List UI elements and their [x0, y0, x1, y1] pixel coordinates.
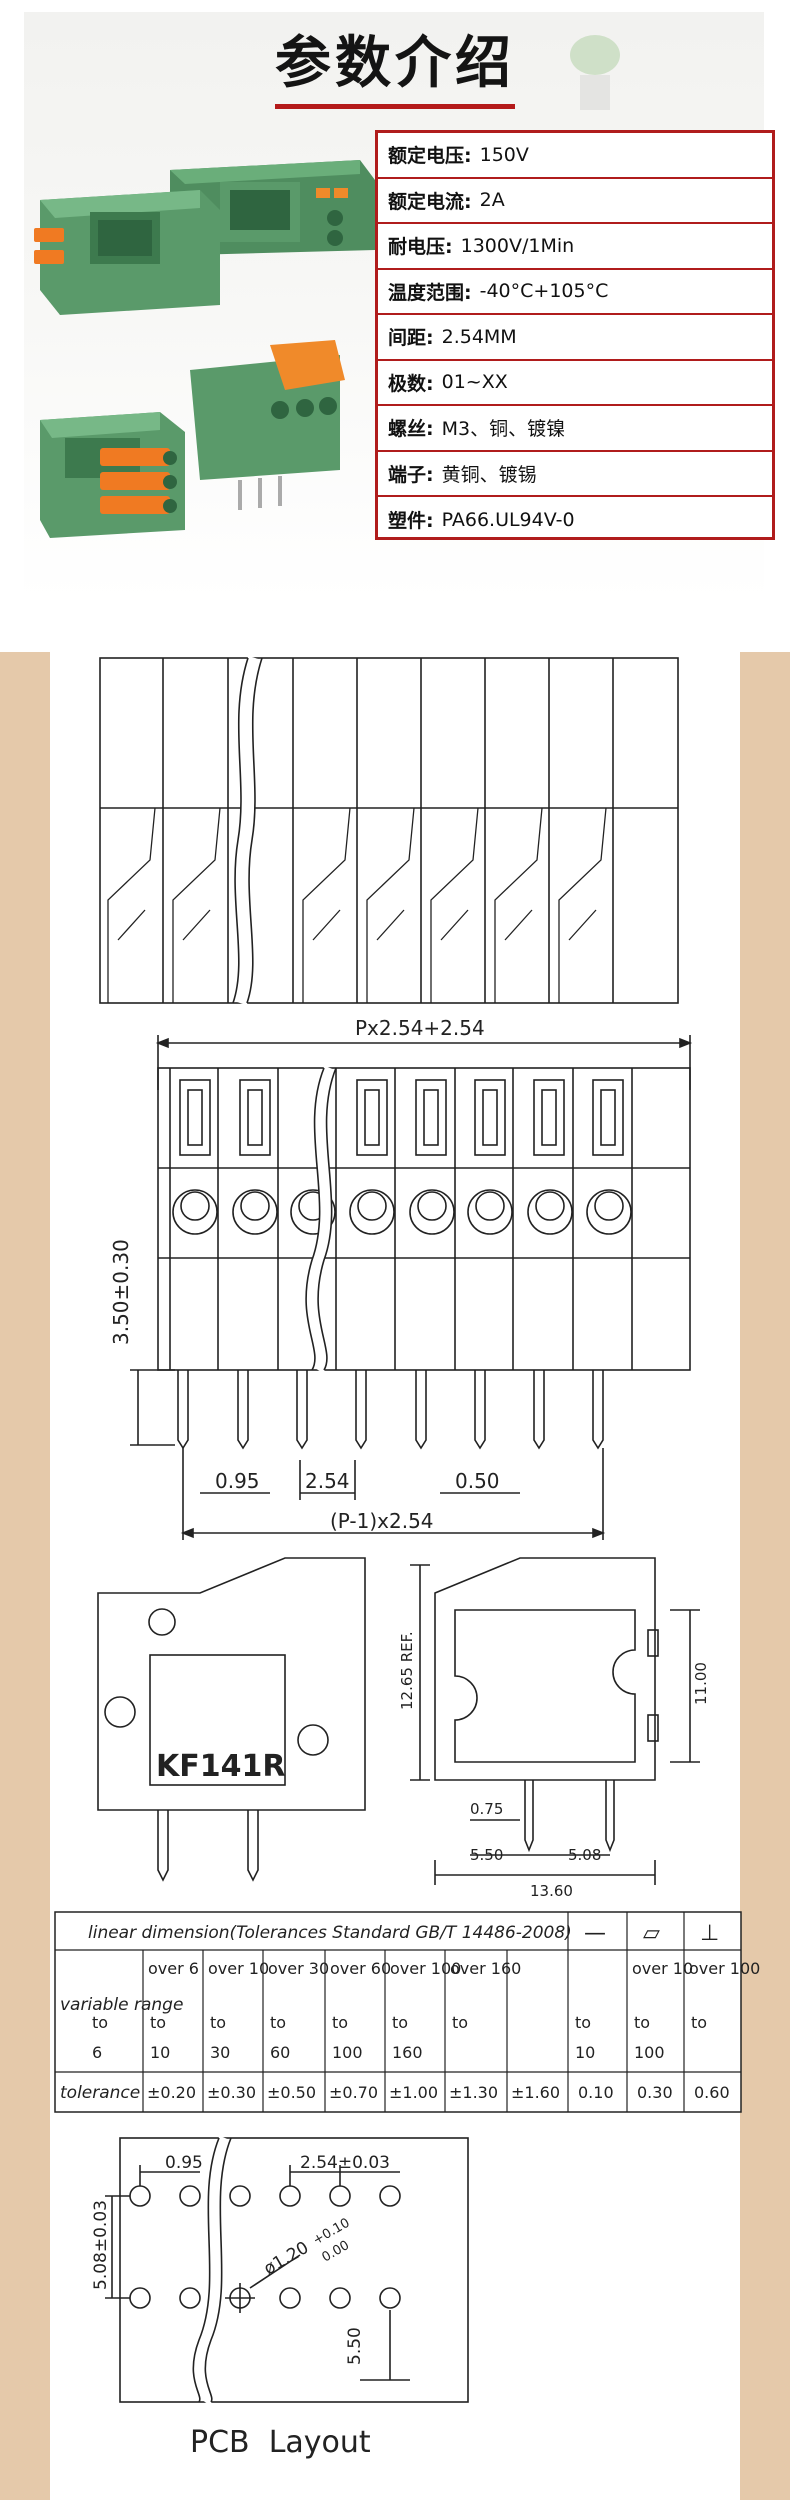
param-label: 螺丝:	[388, 418, 434, 441]
dim-depth-label: 13.60	[530, 1882, 573, 1900]
range-bottom: 160	[392, 2043, 423, 2062]
range-bottom: 10	[150, 2043, 170, 2062]
dim-bodyheight-label: 11.00	[692, 1662, 710, 1705]
dim-width-label: Px2.54+2.54	[355, 1016, 485, 1040]
param-value: 01~XX	[441, 371, 508, 394]
tolerance-value: ±1.00	[389, 2083, 438, 2102]
dim-pitch-label: 2.54	[305, 1469, 350, 1493]
dim-total-label: (P-1)x2.54	[330, 1509, 434, 1533]
pcb-pitch-label: 2.54±0.03	[300, 2153, 390, 2173]
param-value: -40°C+105°C	[479, 280, 609, 303]
range-top: over 6	[148, 1959, 199, 1978]
range-bottom: 6	[92, 2043, 102, 2062]
symbol-perpendicularity: ⊥	[700, 1921, 719, 1946]
param-label: 极数:	[388, 372, 434, 395]
product-image-top	[34, 160, 375, 315]
pcb-depth-label: 5.50	[345, 2327, 365, 2365]
param-row: 塑件: PA66.UL94V-0	[378, 497, 772, 543]
pcb-offset-label: 0.95	[165, 2153, 203, 2173]
tolerance-value: ±1.60	[511, 2083, 560, 2102]
range-top: over 100	[390, 1959, 461, 1978]
range-mid: to	[634, 2013, 650, 2032]
param-row: 螺丝: M3、铜、镀镍	[378, 406, 772, 452]
param-label: 额定电流:	[388, 190, 472, 213]
range-bottom: 100	[332, 2043, 363, 2062]
plant-decoration	[570, 35, 620, 110]
param-value: 150V	[479, 143, 529, 166]
param-row: 端子: 黄铜、镀锡	[378, 452, 772, 497]
dim-pin-label: 0.95	[215, 1469, 260, 1493]
param-row: 温度范围: -40°C+105°C	[378, 270, 772, 315]
page-title: 参数介绍	[275, 31, 515, 96]
param-value: 黄铜、镀锡	[441, 463, 537, 486]
param-row: 额定电压: 150V	[378, 133, 772, 179]
param-label: 额定电压:	[388, 145, 472, 168]
range-bottom: 10	[575, 2043, 595, 2062]
param-row: 额定电流: 2A	[378, 179, 772, 224]
tolerance-value: ±0.30	[207, 2083, 256, 2102]
tolerance-value: ±1.30	[449, 2083, 498, 2102]
dim-a-label: 5.50	[470, 1846, 503, 1864]
title-underline	[275, 104, 515, 109]
parameter-table: 额定电压: 150V 额定电流: 2A 耐电压: 1300V/1Min 温度范围: -4…	[375, 130, 775, 540]
range-top: over 60	[330, 1959, 391, 1978]
pcb-hole-label: ø1.20	[261, 2238, 313, 2279]
model-label: KF141R	[156, 1749, 285, 1784]
param-label: 温度范围:	[388, 281, 472, 304]
tolerance-value: ±0.50	[267, 2083, 316, 2102]
dim-height-label: 3.50±0.30	[109, 1239, 133, 1345]
pcb-row-label: 5.08±0.03	[91, 2200, 111, 2290]
range-mid: to	[691, 2013, 707, 2032]
tolerance-table: linear dimension(Tolerances Standard GB/…	[54, 1911, 760, 2113]
tolerance-value: 0.60	[694, 2083, 730, 2102]
param-row: 耐电压: 1300V/1Min	[378, 224, 772, 270]
parameters-section: 参数介绍	[0, 0, 790, 650]
param-label: 端子:	[388, 463, 434, 486]
table-header: linear dimension(Tolerances Standard GB/…	[88, 1923, 572, 1943]
dim-b-label: 5.08	[568, 1846, 601, 1864]
tolerance-value: ±0.70	[329, 2083, 378, 2102]
range-bottom: 100	[634, 2043, 665, 2062]
pcb-caption: PCB Layout	[190, 2425, 371, 2460]
param-row: 极数: 01~XX	[378, 361, 772, 406]
param-value: 2.54MM	[441, 325, 517, 348]
range-bottom: 30	[210, 2043, 230, 2062]
range-top: over 10	[632, 1959, 693, 1978]
range-mid: to	[270, 2013, 286, 2032]
tolerance-value: 0.10	[578, 2083, 614, 2102]
range-mid: to	[575, 2013, 591, 2032]
dim-pinw-label: 0.75	[470, 1800, 503, 1818]
param-value: 2A	[479, 189, 505, 212]
range-bottom: 60	[270, 2043, 290, 2062]
tolerance-value: ±0.20	[147, 2083, 196, 2102]
range-mid: to	[150, 2013, 166, 2032]
range-mid: to	[452, 2013, 468, 2032]
tolerance-value: 0.30	[637, 2083, 673, 2102]
symbol-straightness: —	[584, 1921, 606, 1946]
param-value: M3、铜、镀镍	[441, 418, 566, 441]
param-value: 1300V/1Min	[460, 234, 575, 257]
range-top: over 10	[208, 1959, 269, 1978]
range-top: over 30	[268, 1959, 329, 1978]
range-mid: to	[392, 2013, 408, 2032]
range-top: over 160	[450, 1959, 521, 1978]
symbol-flatness: ▱	[643, 1921, 660, 1946]
range-mid: to	[210, 2013, 226, 2032]
param-label: 耐电压:	[388, 236, 453, 259]
range-mid: to	[92, 2013, 108, 2032]
product-image-bottom	[40, 340, 345, 538]
param-row: 间距: 2.54MM	[378, 315, 772, 361]
row-label-range: variable range	[60, 1995, 183, 2015]
dim-pinwidth-label: 0.50	[455, 1469, 500, 1493]
row-label-tolerance: tolerance	[60, 2083, 140, 2103]
range-top: over 100	[689, 1959, 760, 1978]
param-value: PA66.UL94V-0	[441, 508, 575, 531]
param-label: 塑件:	[388, 510, 434, 533]
dim-heightref-label: 12.65 REF.	[398, 1631, 416, 1710]
param-label: 间距:	[388, 327, 434, 350]
range-mid: to	[332, 2013, 348, 2032]
drawing-sheet	[50, 652, 740, 2500]
